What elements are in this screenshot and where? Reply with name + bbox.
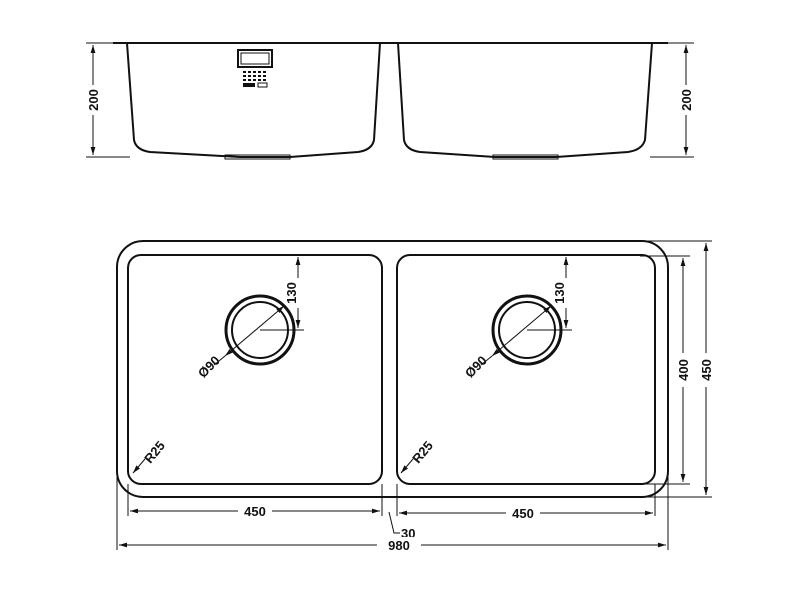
corner-radius-right: R25 — [400, 438, 436, 474]
bowl-length-label: 400 — [676, 359, 691, 381]
left-bowl-profile — [126, 42, 381, 158]
drain-offset-dimension-left: 130 — [260, 257, 304, 331]
overall-width-label: 980 — [388, 538, 410, 553]
drain-offset-dimension-right: 130 — [527, 257, 572, 331]
drain-offset-label-left: 130 — [284, 282, 299, 304]
corner-radius-label-left: R25 — [141, 438, 168, 466]
drain-offset-label-right: 130 — [552, 282, 567, 304]
left-drain-outlet — [224, 154, 291, 160]
drain-diameter-label-right: Ø90 — [462, 353, 490, 381]
bowl-width-label-right: 450 — [512, 506, 534, 521]
bowl-length-dimension: 400 — [676, 258, 691, 482]
depth-label-right: 200 — [679, 89, 694, 111]
bowl-width-dimension-right: 450 — [399, 505, 653, 521]
depth-label-left: 200 — [86, 89, 101, 111]
corner-radius-label-right: R25 — [409, 438, 436, 466]
right-drain-outlet — [492, 154, 559, 160]
overflow-icon — [237, 49, 273, 88]
overall-width-dimension: 980 — [119, 537, 666, 553]
plan-view: 130 130 Ø90 Ø90 R25 R25 — [116, 240, 714, 553]
divider-dimension: 30 — [388, 511, 415, 541]
overall-length-label: 450 — [699, 359, 714, 381]
depth-dimension-left: 200 — [86, 42, 130, 158]
side-view: 200 200 — [86, 42, 694, 160]
right-bowl-profile — [397, 42, 653, 158]
left-bowl — [127, 254, 383, 485]
corner-radius-left: R25 — [132, 438, 168, 474]
outer-rim — [116, 240, 669, 498]
bowl-width-label-left: 450 — [244, 504, 266, 519]
drain-diameter-dimension-right: Ø90 — [462, 305, 552, 381]
right-bowl — [396, 254, 656, 485]
bowl-width-dimension-left: 450 — [130, 503, 380, 519]
overall-length-dimension: 450 — [699, 243, 714, 495]
drain-diameter-dimension-left: Ø90 — [195, 305, 285, 381]
depth-dimension-right: 200 — [650, 42, 694, 158]
drain-diameter-label-left: Ø90 — [195, 353, 223, 381]
